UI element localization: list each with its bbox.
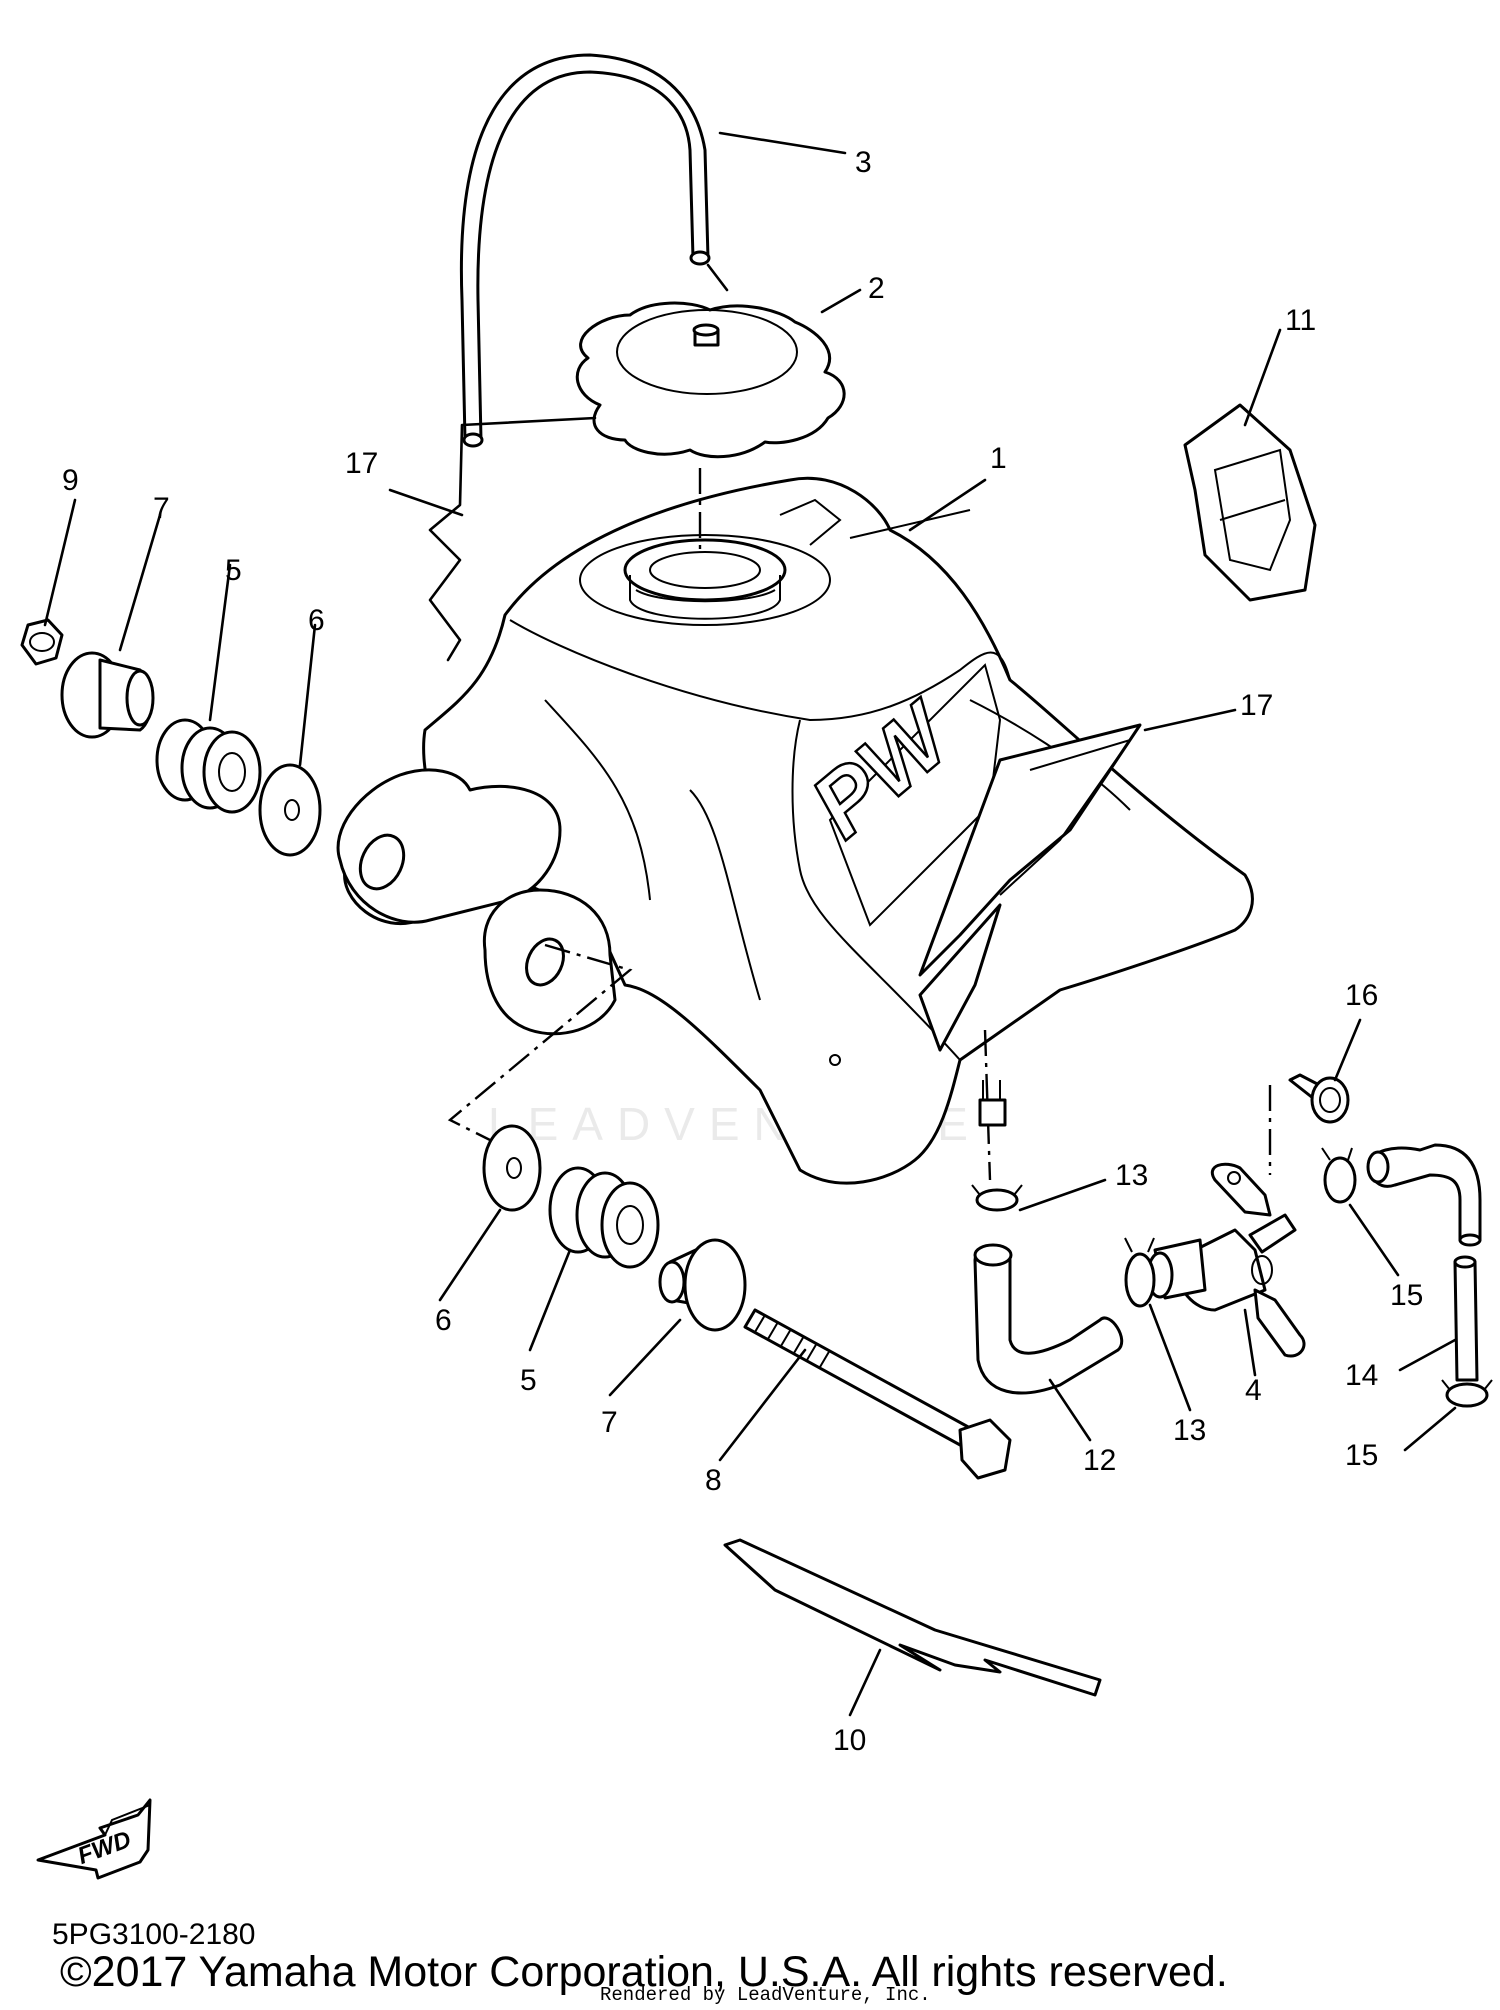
part-14-hose: [1366, 1143, 1482, 1382]
part-4-fuel-cock: [1146, 1162, 1306, 1358]
part-12-hose-elbow: [973, 1243, 1124, 1395]
callout-1: 1: [990, 442, 1007, 475]
fwd-direction-arrow: FWD: [36, 1798, 152, 1880]
callout-5-lower: 5: [520, 1364, 537, 1397]
part-6-washer-lower: [482, 1124, 542, 1212]
part-7-collar-upper: [60, 651, 155, 739]
callout-15-lower: 15: [1345, 1439, 1378, 1472]
callout-16: 16: [1345, 979, 1378, 1012]
callout-3: 3: [855, 146, 872, 179]
part-9-nut: [20, 618, 64, 666]
part-5-grommet-lower: [548, 1166, 660, 1269]
diagram-part-code: 5PG3100-2180: [52, 1918, 256, 1951]
assembly-centerlines: [447, 468, 1272, 1181]
callout-14: 14: [1345, 1359, 1378, 1392]
callout-13-lower: 13: [1173, 1414, 1206, 1447]
leader-lines: [43, 131, 1457, 1717]
callout-6-upper: 6: [308, 604, 325, 637]
part-15-clip-lower: [1441, 1379, 1493, 1408]
callout-17-upper: 17: [345, 447, 378, 480]
part-2-fuel-cap: [575, 301, 846, 459]
callout-11: 11: [1285, 304, 1316, 337]
part-13-clip-right: [1124, 1237, 1156, 1308]
part-7-collar-lower: [658, 1238, 747, 1332]
part-10-decal-strip: [723, 1538, 1102, 1697]
callout-2: 2: [868, 272, 885, 305]
callout-13-upper: 13: [1115, 1159, 1148, 1192]
callout-7-lower: 7: [601, 1406, 618, 1439]
callout-5-upper: 5: [225, 554, 242, 587]
callout-9: 9: [62, 464, 79, 497]
callout-10: 10: [833, 1724, 866, 1757]
callout-numbers: 1 2 3 17 9 7 5 6 11 17 16 13 6 5 7 8 12 …: [62, 146, 1423, 1757]
callout-8: 8: [705, 1464, 722, 1497]
rendered-by-note: Rendered by LeadVenture, Inc.: [600, 1984, 931, 2006]
callout-15-upper: 15: [1390, 1279, 1423, 1312]
part-13-clip-left-upper: [971, 1184, 1023, 1212]
part-15-clip-upper: [1321, 1147, 1357, 1204]
part-8-bolt: [743, 1308, 1012, 1480]
part-5-grommet-upper: [155, 718, 262, 814]
part-6-washer-upper: [258, 763, 322, 857]
part-16-screw: [1288, 1073, 1350, 1124]
callout-17-lower: 17: [1240, 689, 1273, 722]
part-3-vent-hose: [459, 53, 711, 448]
part-11-decal: [1183, 403, 1317, 602]
part-1-fuel-tank: PW: [336, 476, 1254, 1185]
callout-12: 12: [1083, 1444, 1116, 1477]
callout-4: 4: [1245, 1374, 1262, 1407]
fuel-outlet-nipple: [978, 1080, 1007, 1127]
callout-7-upper: 7: [153, 492, 170, 525]
copyright-notice: ©2017 Yamaha Motor Corporation, U.S.A. A…: [60, 1948, 1228, 1996]
callout-6-lower: 6: [435, 1304, 452, 1337]
